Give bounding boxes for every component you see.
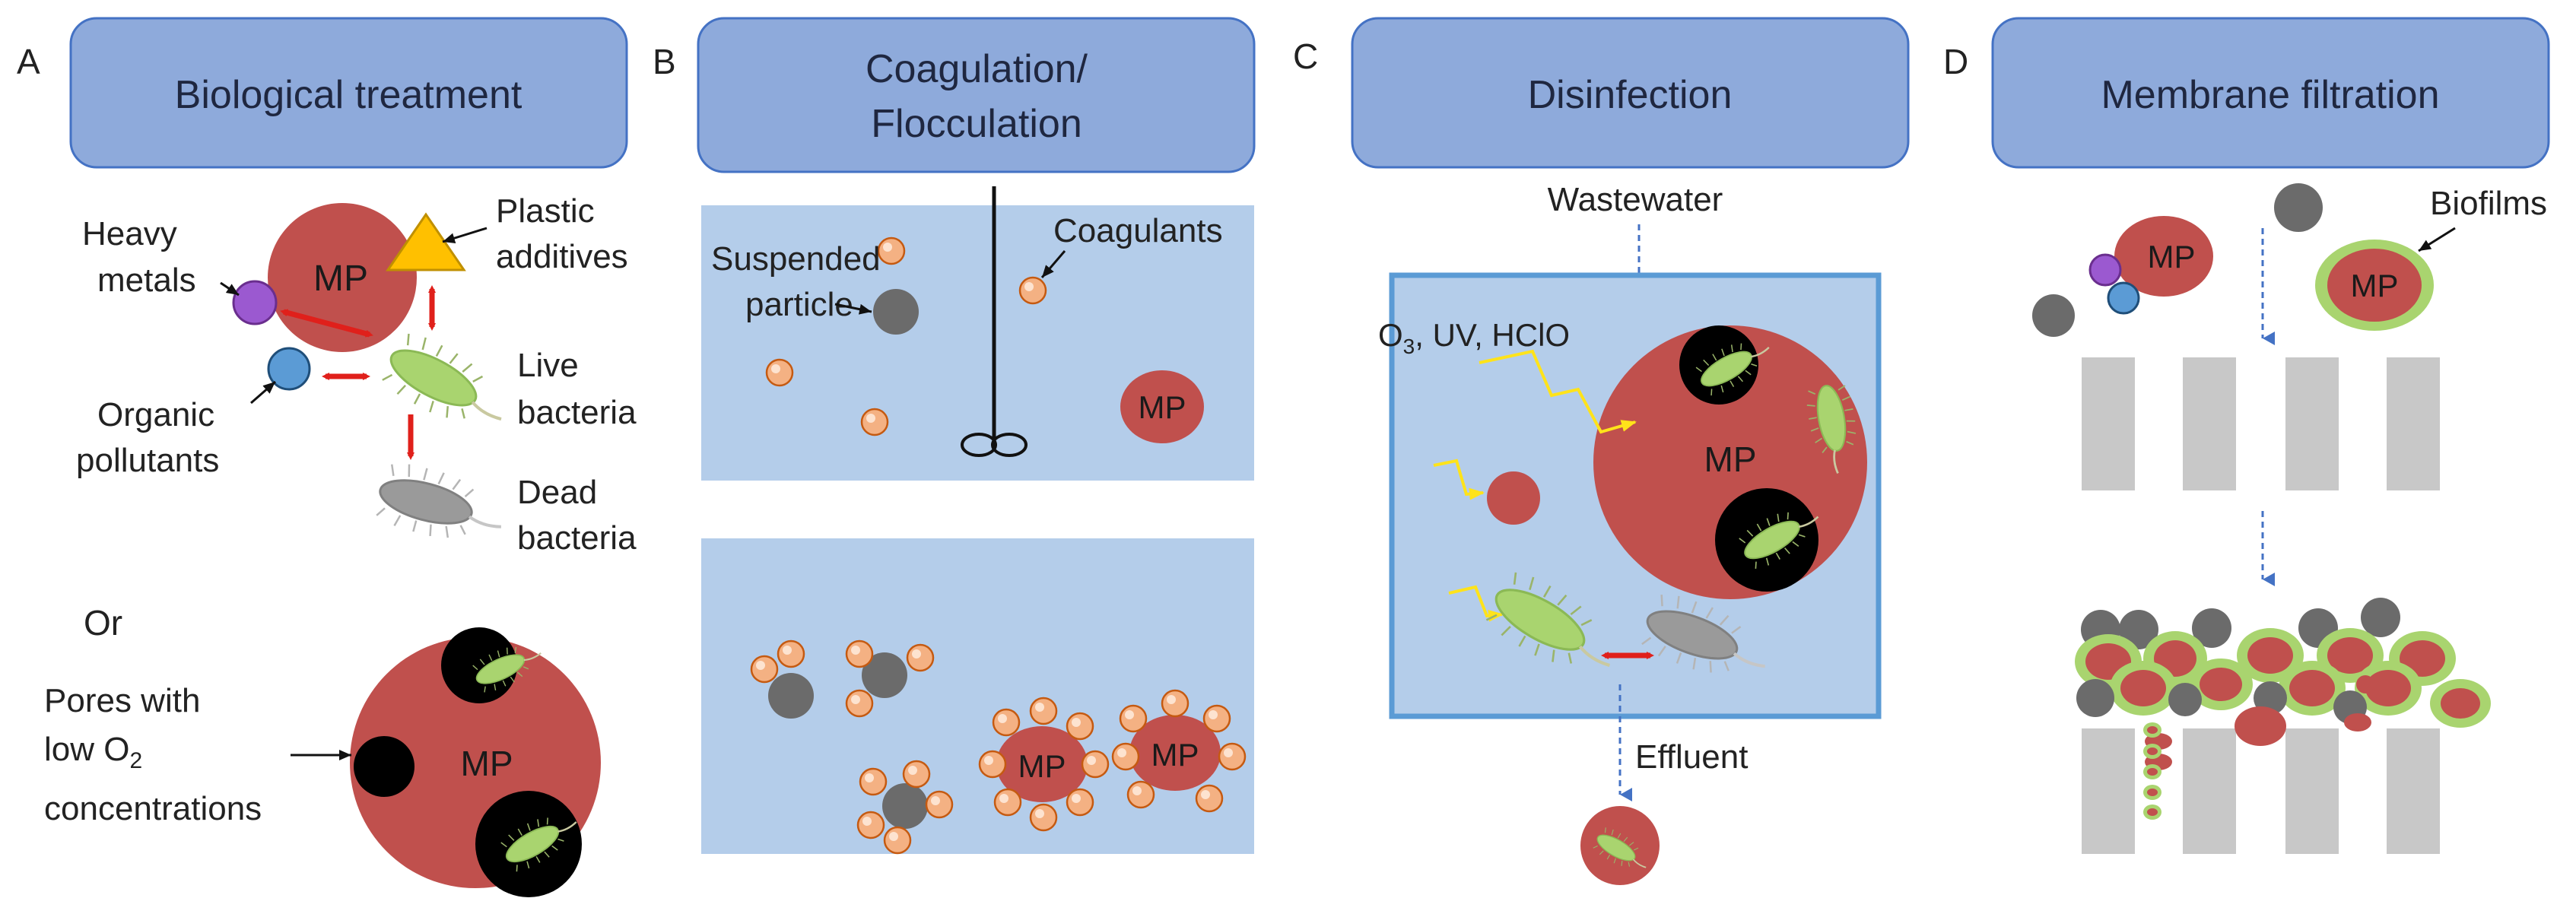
dead-bacteria-label: bacteria <box>517 519 637 557</box>
biofilms-label: Biofilms <box>2430 185 2547 222</box>
panel-d: D Membrane filtration MP MP Biofilms <box>1943 17 2550 854</box>
membrane-pillar <box>2082 357 2135 490</box>
organic-pollutant-icon <box>2107 281 2140 315</box>
membrane-pillar <box>2387 357 2440 490</box>
organic-pollutants-label: pollutants <box>76 442 219 479</box>
suspended-particle <box>2032 294 2075 337</box>
live-bacteria-label: bacteria <box>517 394 637 431</box>
membrane-pillar <box>2285 728 2339 854</box>
suspended-particle <box>2274 183 2323 232</box>
or-label: Or <box>84 603 122 643</box>
panel-b-letter: B <box>653 42 676 81</box>
panel-a-letter: A <box>17 42 40 81</box>
panel-a-title: Biological treatment <box>175 73 523 117</box>
panel-d-title: Membrane filtration <box>2101 73 2439 117</box>
floc <box>845 639 935 718</box>
filter-cake <box>2075 598 2491 746</box>
oxidants-label: O3, UV, HClO <box>1378 317 1570 358</box>
coagulant-particle <box>765 358 794 387</box>
mp-label: MP <box>1139 389 1186 425</box>
panel-c-title: Disinfection <box>1528 73 1733 117</box>
pores-label: concentrations <box>44 790 262 827</box>
mp-particle <box>1120 370 1204 443</box>
exchange-arrow <box>280 309 373 338</box>
mp-label: MP <box>2148 239 2196 275</box>
heavy-metals-label: Heavy <box>82 215 177 252</box>
panel-c-letter: C <box>1293 36 1318 76</box>
live-bacterium-icon <box>377 327 519 443</box>
panel-b-header: Coagulation/ Flocculation <box>697 17 1256 173</box>
pointer-arrow <box>1040 250 1066 278</box>
floc <box>856 760 954 855</box>
effluent-label: Effluent <box>1635 738 1748 776</box>
mp-label: MP <box>1704 440 1757 479</box>
coagulant-particle <box>1018 276 1047 305</box>
panel-b-title: Flocculation <box>871 102 1082 146</box>
mp-label: MP <box>313 259 368 299</box>
panel-c: C Disinfection Wastewater O3, UV, HClO M… <box>1293 17 1910 885</box>
pointer-arrow <box>442 227 488 243</box>
panel-d-letter: D <box>1943 42 1968 81</box>
pore-hole <box>441 627 517 703</box>
membrane-pillar <box>2387 728 2440 854</box>
membrane-pillar <box>2082 728 2135 854</box>
pointer-arrow <box>250 380 276 405</box>
mp-label: MP <box>1018 748 1066 784</box>
pore-hole <box>354 736 415 797</box>
membrane-pillar <box>2285 357 2339 490</box>
heavy-metal-icon <box>2088 253 2122 287</box>
suspended-particle <box>873 289 919 335</box>
floc <box>978 697 1110 832</box>
pointer-arrow <box>834 303 872 315</box>
organic-pollutants-label: Organic <box>97 396 214 433</box>
plastic-additives-label: Plastic <box>496 192 595 230</box>
heavy-metals-label: metals <box>97 262 196 299</box>
membrane-pillar <box>2183 728 2236 854</box>
heavy-metal-icon <box>232 280 278 325</box>
floc <box>750 639 814 719</box>
pores-label: Pores with <box>44 682 200 719</box>
panel-a-header: Biological treatment <box>69 17 628 169</box>
mp-label: MP <box>1151 737 1199 773</box>
dead-bacterium-icon <box>370 456 513 555</box>
coagulant-particle <box>860 408 889 436</box>
uv-ray-icon <box>1433 459 1485 500</box>
organic-pollutant-icon <box>267 347 311 391</box>
live-bacteria-label: Live <box>517 347 579 384</box>
floc <box>1111 689 1247 813</box>
pores-label: low O2 <box>44 731 142 773</box>
plastic-additives-label: additives <box>496 238 628 275</box>
coagulants-label: Coagulants <box>1053 212 1223 249</box>
panel-d-header: Membrane filtration <box>1991 17 2550 169</box>
stirrer-blade <box>991 433 1028 457</box>
panel-b-title: Coagulation/ <box>866 47 1088 91</box>
coagulant-particle <box>877 236 906 265</box>
mp-particle <box>2114 216 2213 297</box>
mp-label: MP <box>461 744 513 783</box>
dead-bacteria-label: Dead <box>517 474 597 511</box>
mp-particle <box>1487 471 1540 525</box>
membrane-pillar <box>2183 357 2236 490</box>
uv-ray-icon <box>1479 349 1637 434</box>
panel-b: B Coagulation/ Flocculation MP Suspended… <box>653 17 1256 855</box>
mp-label: MP <box>2351 268 2399 303</box>
wastewater-label: Wastewater <box>1548 181 1723 218</box>
mp-particle <box>2327 249 2422 322</box>
pointer-arrow <box>2418 227 2456 252</box>
suspended-particle-label: Suspended <box>711 240 881 278</box>
panel-a: A Biological treatment MP Heavy metals P… <box>17 17 637 897</box>
pointer-arrow <box>220 281 240 297</box>
stirrer-blade <box>961 433 997 457</box>
panel-c-header: Disinfection <box>1351 17 1910 169</box>
penetrating-particles <box>2143 722 2172 820</box>
